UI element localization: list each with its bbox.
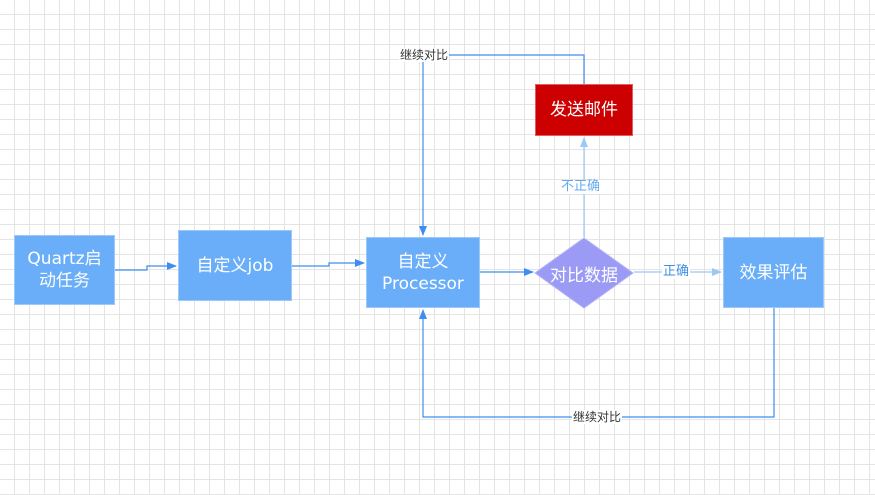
- node-processor-label: 自定义 Processor: [382, 251, 464, 294]
- node-mail-label: 发送邮件: [550, 100, 618, 120]
- node-compare-label: 对比数据: [550, 265, 618, 286]
- edge-evaluate-to-processor: [419, 308, 775, 418]
- node-evaluate: 效果评估: [723, 237, 824, 308]
- node-job-label: 自定义job: [196, 255, 274, 276]
- edge-mail-to-processor: [419, 54, 585, 236]
- edge-label-continue-bottom: 继续对比: [572, 410, 623, 424]
- edge-label-continue-top: 继续对比: [399, 48, 450, 62]
- node-compare-decision: 对比数据: [534, 237, 634, 309]
- node-quartz-label: Quartz启 动任务: [27, 249, 102, 291]
- edge-label-correct: 正确: [662, 264, 691, 279]
- node-evaluate-label: 效果评估: [739, 262, 808, 283]
- node-custom-job: 自定义job: [178, 230, 292, 301]
- edge-job-to-processor: [292, 259, 365, 267]
- decision-diamond-shape: [534, 237, 634, 309]
- edge-label-not-correct: 不正确: [560, 179, 602, 194]
- edge-quartz-to-job: [115, 262, 177, 271]
- node-send-mail: 发送邮件: [535, 84, 633, 136]
- node-custom-processor: 自定义 Processor: [366, 237, 480, 308]
- node-quartz-start: Quartz启 动任务: [14, 235, 115, 305]
